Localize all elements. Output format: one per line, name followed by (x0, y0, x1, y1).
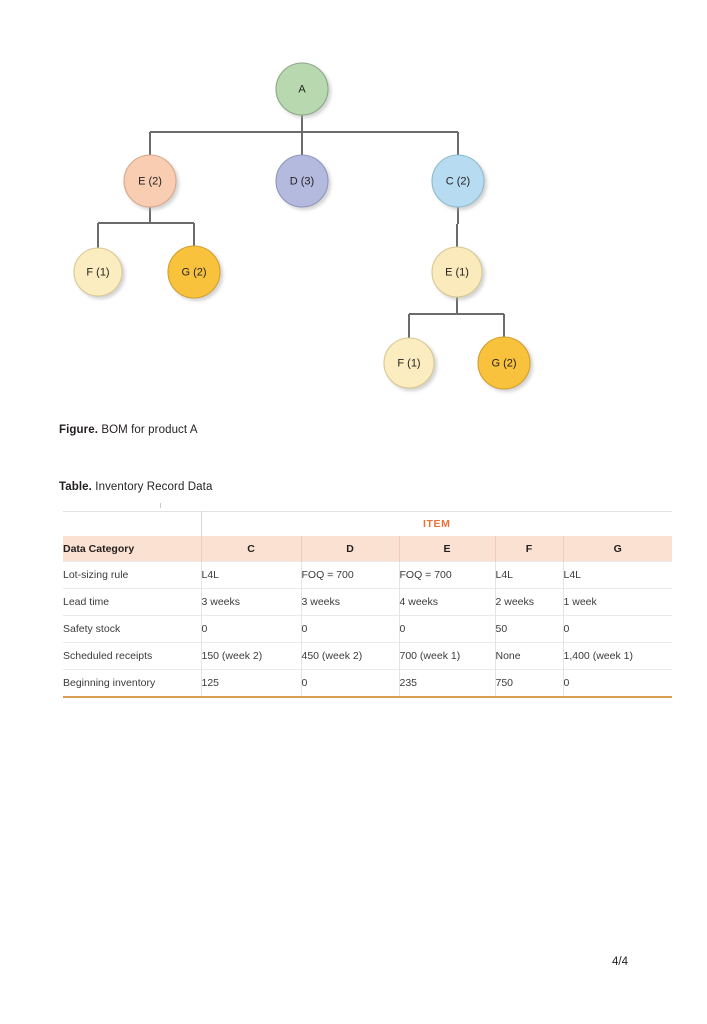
row-label: Beginning inventory (63, 669, 202, 698)
bom-diagram: A E (2) D (3) C (2) F (1) G (2) E (1) F (1) G (2… (0, 0, 707, 400)
cell-d: FOQ = 700 (301, 561, 400, 589)
bom-edges (97, 115, 505, 338)
bom-node-d: D (3) (275, 154, 329, 208)
cell-f: 2 weeks (495, 588, 564, 616)
bom-node-circle (275, 154, 329, 208)
item-band-label: ITEM (201, 511, 673, 536)
cell-c: L4L (201, 561, 302, 589)
cell-d: 3 weeks (301, 588, 400, 616)
page-number: 4/4 (612, 956, 628, 968)
item-band-blank-cell (63, 511, 202, 536)
bom-node-f1: F (1) (73, 247, 123, 297)
bom-node-circle (383, 337, 435, 389)
bom-node-label: E (2) (138, 176, 162, 188)
table-item-band-row: ITEM (63, 511, 673, 536)
bom-node-c: C (2) (431, 154, 485, 208)
bom-node-label: F (1) (397, 358, 420, 370)
row-label: Scheduled receipts (63, 642, 202, 670)
column-header-item-d: D (301, 536, 400, 562)
figure-caption: Figure. BOM for product A (59, 424, 198, 436)
cell-g: 1 week (563, 588, 673, 616)
column-header-item-c: C (201, 536, 302, 562)
column-header-item-f: F (495, 536, 564, 562)
bom-node-label: F (1) (86, 267, 109, 279)
cell-f: None (495, 642, 564, 670)
column-header-data-category: Data Category (63, 536, 202, 562)
cell-f: L4L (495, 561, 564, 589)
bom-node-circle (477, 336, 531, 390)
bom-node-circle (431, 246, 483, 298)
cell-c: 125 (201, 669, 302, 698)
cell-g: 0 (563, 669, 673, 698)
table-caption: Table. Inventory Record Data (59, 481, 212, 493)
cell-e: FOQ = 700 (399, 561, 496, 589)
table-caption-text: Inventory Record Data (91, 481, 213, 493)
bom-node-g1: G (2) (167, 245, 221, 299)
bom-node-f2: F (1) (383, 337, 435, 389)
bom-node-e2: E (1) (431, 246, 483, 298)
cell-c: 0 (201, 615, 302, 643)
row-label: Lead time (63, 588, 202, 616)
column-header-item-g: G (563, 536, 673, 562)
cell-f: 50 (495, 615, 564, 643)
cell-f: 750 (495, 669, 564, 698)
bom-node-circle (275, 62, 329, 116)
cell-e: 0 (399, 615, 496, 643)
bom-diagram-svg: A E (2) D (3) C (2) F (1) G (2) E (1) F (1) G (2… (73, 62, 531, 390)
row-label: Safety stock (63, 615, 202, 643)
bom-node-e1: E (2) (123, 154, 177, 208)
bom-node-label: C (2) (446, 176, 470, 188)
cell-d: 450 (week 2) (301, 642, 400, 670)
bom-node-a: A (275, 62, 329, 116)
cell-c: 150 (week 2) (201, 642, 302, 670)
cell-c: 3 weeks (201, 588, 302, 616)
bom-node-label: G (2) (491, 358, 516, 370)
bom-node-label: A (298, 84, 306, 96)
figure-caption-text: BOM for product A (98, 424, 198, 436)
row-label: Lot-sizing rule (63, 561, 202, 589)
cell-g: L4L (563, 561, 673, 589)
figure-caption-prefix: Figure. (59, 424, 99, 436)
scan-artifact-mark (160, 503, 161, 508)
bom-node-circle (73, 247, 123, 297)
bom-node-circle (431, 154, 485, 208)
bom-node-circle (123, 154, 177, 208)
cell-g: 0 (563, 615, 673, 643)
cell-g: 1,400 (week 1) (563, 642, 673, 670)
cell-d: 0 (301, 615, 400, 643)
cell-e: 235 (399, 669, 496, 698)
column-header-item-e: E (399, 536, 496, 562)
bom-node-label: E (1) (445, 267, 469, 279)
cell-e: 700 (week 1) (399, 642, 496, 670)
bom-node-label: D (3) (290, 176, 314, 188)
cell-d: 0 (301, 669, 400, 698)
bom-node-g2: G (2) (477, 336, 531, 390)
bom-node-circle (167, 245, 221, 299)
bom-nodes: A E (2) D (3) C (2) F (1) G (2) E (1) F (1) G (2… (73, 62, 531, 390)
cell-e: 4 weeks (399, 588, 496, 616)
bom-node-label: G (2) (181, 267, 206, 279)
table-caption-prefix: Table. (59, 481, 92, 493)
